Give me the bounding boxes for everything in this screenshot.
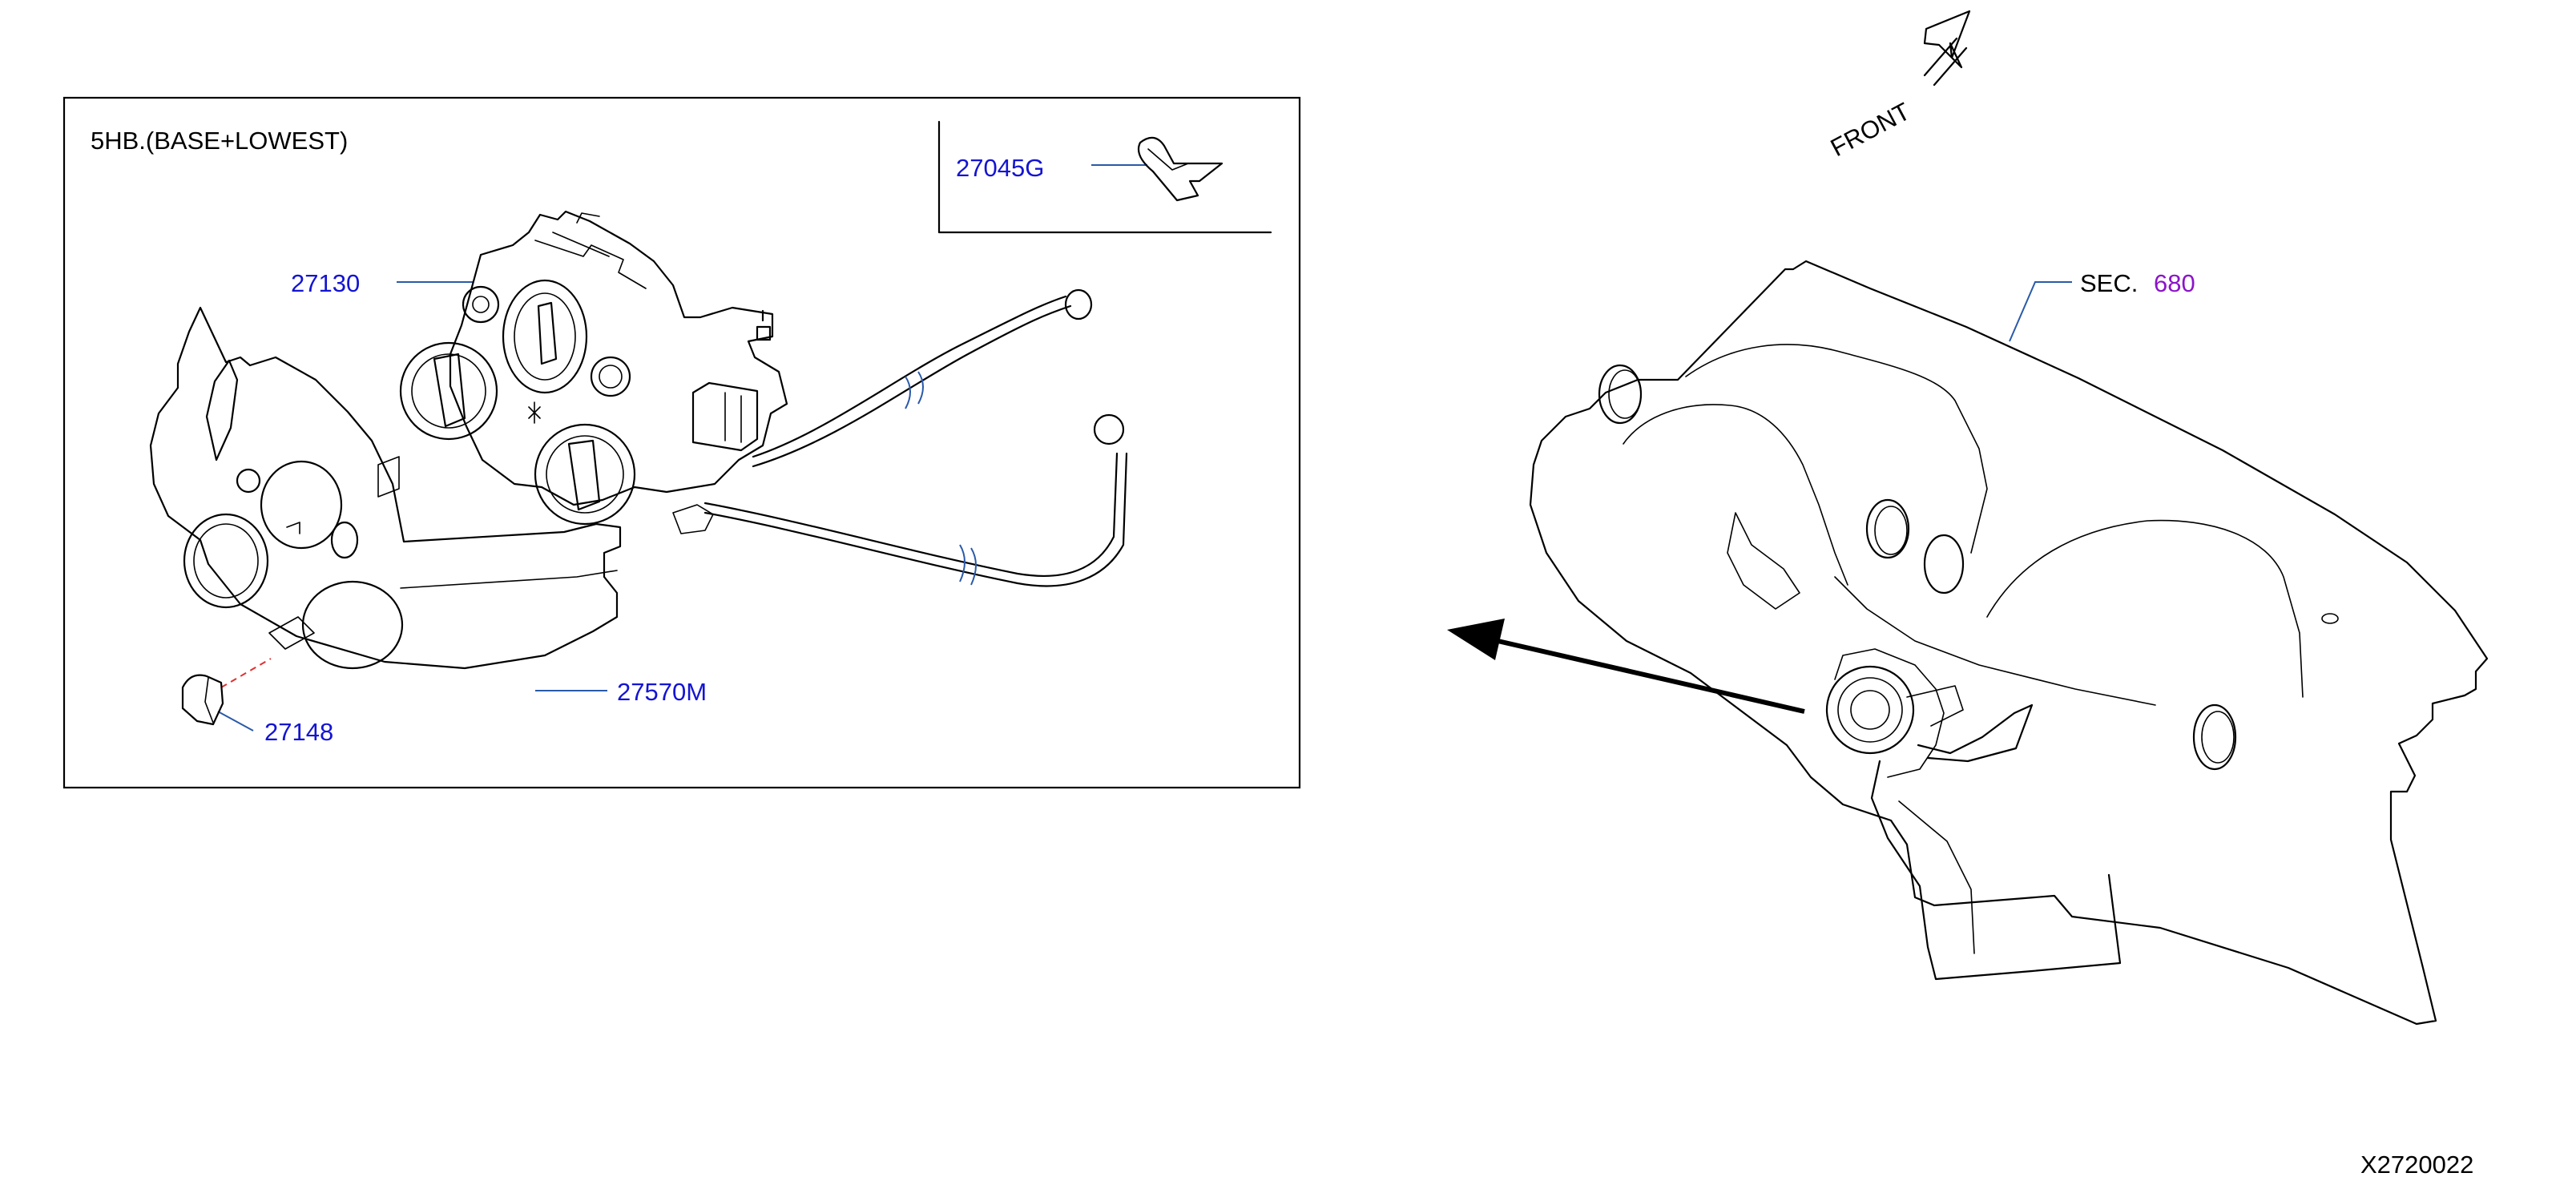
callout-27570m[interactable]: 27570M <box>617 678 707 706</box>
callout-27130[interactable]: 27130 <box>291 269 360 297</box>
front-label: FRONT <box>1826 97 1915 162</box>
callout-27045g[interactable]: 27045G <box>956 154 1044 182</box>
front-arrow-icon <box>1923 10 1971 87</box>
leader-27148-dashed <box>220 658 272 688</box>
heater-control-assembly <box>399 210 788 534</box>
section-ref-number[interactable]: 680 <box>2154 269 2195 297</box>
finisher-bezel <box>149 306 622 670</box>
control-cables <box>703 288 1128 587</box>
inset-title: 5HB.(BASE+LOWEST) <box>91 127 348 155</box>
callout-27148[interactable]: 27148 <box>264 718 333 746</box>
instrument-panel <box>1529 260 2489 1026</box>
section-ref-prefix: SEC. <box>2080 269 2138 297</box>
clip-27045g-drawing <box>1137 136 1223 202</box>
direction-arrow <box>1447 619 1805 714</box>
leader-27148 <box>217 711 254 732</box>
drawing-code: X2720022 <box>2360 1151 2473 1179</box>
clip-sub-box <box>937 120 1272 234</box>
inset-frame <box>62 96 1301 789</box>
knob-cap <box>181 674 224 726</box>
leader-sec-680 <box>2009 281 2072 342</box>
